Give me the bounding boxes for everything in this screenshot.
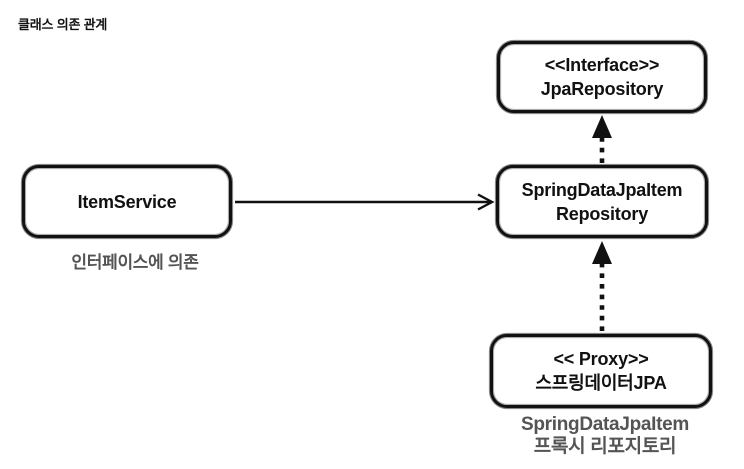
node-item-service-name: ItemService xyxy=(77,191,177,212)
node-jpa-repository-name: JpaRepository xyxy=(540,79,664,99)
proxy-note-line1: SpringDataJpaItem xyxy=(520,414,690,435)
node-proxy-spring-data-jpa: << Proxy>> 스프링데이터JPA xyxy=(490,334,712,408)
node-jpa-repository-stereotype: <<Interface>> xyxy=(544,55,660,75)
proxy-note: SpringDataJpaItem 프록시 리포지토리 xyxy=(488,414,722,458)
open-arrowhead-icon xyxy=(477,193,495,211)
node-proxy-stereotype: << Proxy>> xyxy=(553,349,649,369)
arrow-repository-to-jparepository xyxy=(592,115,612,163)
node-spring-data-jpa-item-repository: SpringDataJpaItem Repository xyxy=(496,165,708,238)
filled-triangle-arrowhead-icon xyxy=(592,241,612,264)
arrow-itemservice-to-repository xyxy=(235,193,495,211)
arrow-proxy-to-repository xyxy=(592,241,612,331)
item-service-note: 인터페이스에 의존 xyxy=(71,253,199,272)
node-spring-data-jpa-item-repository-name-line1: SpringDataJpaItem xyxy=(521,179,683,200)
node-jpa-repository: <<Interface>> JpaRepository xyxy=(497,41,707,113)
diagram-title: 클래스 의존 관계 xyxy=(18,17,108,32)
node-proxy-name: 스프링데이터JPA xyxy=(535,373,667,393)
node-item-service: ItemService xyxy=(22,165,232,238)
filled-triangle-arrowhead-icon xyxy=(592,115,612,138)
node-spring-data-jpa-item-repository-name-line2: Repository xyxy=(555,203,649,224)
proxy-note-line2: 프록시 리포지토리 xyxy=(533,436,677,457)
